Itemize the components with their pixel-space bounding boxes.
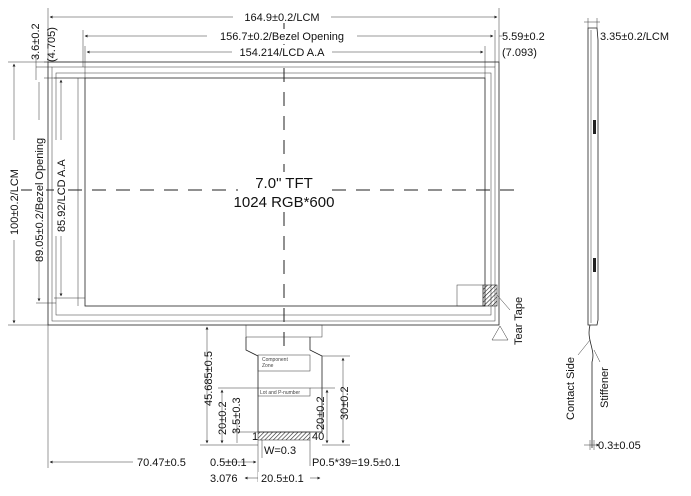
fpc-pitch-dim: P0.5*39=19.5±0.1 (309, 440, 400, 469)
fpc-3-5-dim: 3.5±0.3 (231, 397, 258, 443)
svg-text:45.685±0.5: 45.685±0.5 (203, 351, 215, 406)
right-offset-dim: 5.59±0.2 (7.093) (499, 31, 545, 59)
side-view: 3.35±0.2/LCM 0.3±0.05 Contact Side Stiff… (565, 18, 669, 452)
svg-text:154.214/LCD A.A: 154.214/LCD A.A (239, 47, 325, 59)
svg-text:P0.5*39=19.5±0.1: P0.5*39=19.5±0.1 (312, 457, 400, 469)
bezel-width-dim: 156.7±0.2/Bezel Opening (82, 29, 496, 67)
svg-text:0.5±0.1: 0.5±0.1 (210, 457, 247, 469)
svg-text:20±0.2: 20±0.2 (217, 401, 229, 435)
stiffener-thickness-label: 0.3±0.05 (598, 440, 641, 452)
fpc-20-left-dim: 20±0.2 (217, 387, 258, 444)
corner-block (456, 284, 484, 307)
fpc-connector: Component Zone Lot and P-number 40 1 (245, 324, 324, 443)
pin1-label: 1 (252, 431, 258, 443)
side-thickness-label: 3.35±0.2/LCM (600, 31, 669, 43)
panel-resolution: 1024 RGB*600 (234, 194, 335, 211)
svg-text:89.05±0.2/Bezel Opening: 89.05±0.2/Bezel Opening (34, 138, 46, 262)
fpc-contact-pads (257, 431, 311, 441)
svg-text:Tear Tape: Tear Tape (513, 297, 525, 345)
svg-text:20.5±0.1: 20.5±0.1 (261, 473, 304, 485)
fpc-20-right-dim: 20±0.2 (310, 387, 335, 444)
fpc-width-dim: W=0.3 (261, 440, 296, 458)
fpc-length-dim: 45.685±0.5 (200, 324, 258, 446)
svg-text:(4.705): (4.705) (46, 27, 58, 62)
stiffener-label: Stiffener (599, 367, 611, 408)
svg-text:3.076: 3.076 (210, 473, 238, 485)
panel-title: 7.0" TFT (255, 175, 313, 192)
svg-text:30±0.2: 30±0.2 (339, 386, 351, 420)
svg-text:Component: Component (262, 357, 288, 363)
contact-side-label: Contact Side (565, 357, 577, 420)
svg-text:3.6±0.2: 3.6±0.2 (30, 23, 42, 60)
aa-height-dim: 85.92/LCD A.A (54, 77, 85, 299)
svg-text:3.5±0.3: 3.5±0.3 (231, 397, 243, 434)
top-offset-dim: 3.6±0.2 (4.705) (30, 23, 85, 80)
title-bg (238, 172, 330, 212)
svg-text:164.9±0.2/LCM: 164.9±0.2/LCM (244, 12, 319, 24)
svg-text:20±0.2: 20±0.2 (315, 396, 327, 430)
lcm-width-dim: 164.9±0.2/LCM (47, 8, 500, 62)
tear-tape-callout: Tear Tape (491, 294, 525, 345)
svg-text:(7.093): (7.093) (502, 47, 537, 59)
svg-text:5.59±0.2: 5.59±0.2 (502, 31, 545, 43)
svg-text:Lot and P-number: Lot and P-number (260, 390, 300, 396)
svg-text:156.7±0.2/Bezel Opening: 156.7±0.2/Bezel Opening (220, 31, 344, 43)
svg-text:100±0.2/LCM: 100±0.2/LCM (9, 169, 21, 235)
fpc-bottom-dims: 3.076 20.5±0.1 (210, 472, 321, 485)
active-area-outline (84, 77, 486, 307)
fpc-30-dim: 30±0.2 (322, 355, 351, 446)
svg-text:Zone: Zone (262, 363, 274, 369)
svg-text:W=0.3: W=0.3 (264, 445, 296, 457)
fpc-offset-left-dim: 70.47±0.5 (47, 325, 257, 469)
bezel-height-dim: 89.05±0.2/Bezel Opening (32, 66, 56, 304)
tear-tape-patch (482, 284, 498, 307)
svg-text:70.47±0.5: 70.47±0.5 (137, 457, 186, 469)
lcm-height-dim: 100±0.2/LCM (7, 61, 48, 326)
svg-text:85.92/LCD A.A: 85.92/LCD A.A (56, 159, 68, 232)
aa-width-dim: 154.214/LCD A.A (84, 45, 486, 78)
warning-triangle-icon (491, 325, 509, 341)
pin-count-label: 40 (312, 431, 324, 443)
